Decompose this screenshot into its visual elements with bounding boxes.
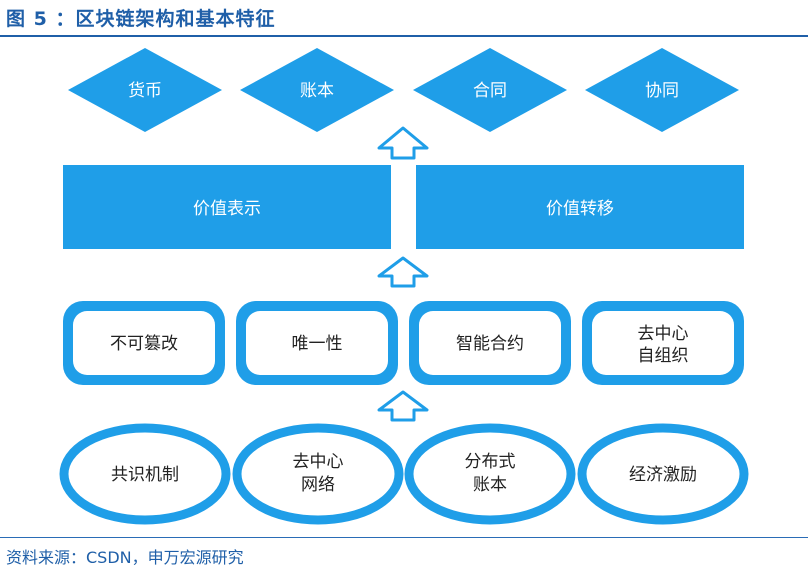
diamond-currency	[68, 48, 222, 132]
value-representation-box	[63, 165, 391, 249]
diamond-label-ledger: 账本	[300, 81, 334, 101]
diamond-collaboration	[585, 48, 739, 132]
foundation-label-network-line1: 去中心	[293, 452, 344, 472]
foundation-ellipse-distributed-ledger	[404, 423, 576, 525]
property-label-immutable: 不可篡改	[110, 333, 178, 354]
value-transfer-box	[416, 165, 744, 249]
foundation-ellipse-consensus	[59, 423, 231, 525]
foundation-label-consensus: 共识机制	[111, 465, 179, 485]
foundation-ellipse-incentive	[577, 423, 749, 525]
diamond-label-contract: 合同	[473, 81, 507, 101]
foundation-label-network-line2: 网络	[301, 475, 335, 495]
property-label-uniqueness: 唯一性	[292, 334, 343, 354]
value-representation-label: 价值表示	[193, 199, 261, 219]
figure-title: 图 5 ：区块链架构和基本特征	[6, 8, 276, 30]
diamond-ledger	[240, 48, 394, 132]
foundation-label-incentive: 经济激励	[629, 465, 697, 485]
up-arrow-icon	[377, 126, 429, 160]
property-label-smart-contract: 智能合约	[456, 334, 524, 354]
foundation-label-ledger-line2: 账本	[473, 475, 507, 495]
properties-layer: 不可篡改 唯一性 智能合约 去中心 自组织	[63, 301, 744, 385]
diamond-label-currency: 货币	[128, 81, 162, 101]
foundation-ellipse-decentralized-network	[232, 423, 404, 525]
up-arrows	[377, 126, 429, 422]
title-divider	[0, 35, 808, 37]
source-divider	[0, 537, 808, 538]
value-transfer-label: 价值转移	[546, 199, 614, 219]
property-box-inner	[592, 311, 734, 375]
diamond-contract	[413, 48, 567, 132]
up-arrow-icon	[377, 390, 429, 422]
value-layer: 价值表示 价值转移	[63, 165, 744, 249]
foundation-label-ledger-line1: 分布式	[465, 452, 516, 472]
up-arrow-icon	[377, 256, 429, 288]
property-box-inner	[246, 311, 388, 375]
application-layer: 货币 账本 合同 协同	[68, 48, 739, 132]
property-label-decentralized-line2: 自组织	[638, 346, 689, 366]
diamond-label-collaboration: 协同	[645, 81, 679, 101]
foundation-layer: 共识机制 去中心 网络 分布式 账本 经济激励	[59, 423, 749, 525]
property-label-decentralized-line1: 去中心	[638, 324, 689, 344]
source-note: 资料来源：CSDN，申万宏源研究	[6, 548, 244, 567]
property-box-inner	[419, 311, 561, 375]
property-box-inner	[73, 311, 215, 375]
